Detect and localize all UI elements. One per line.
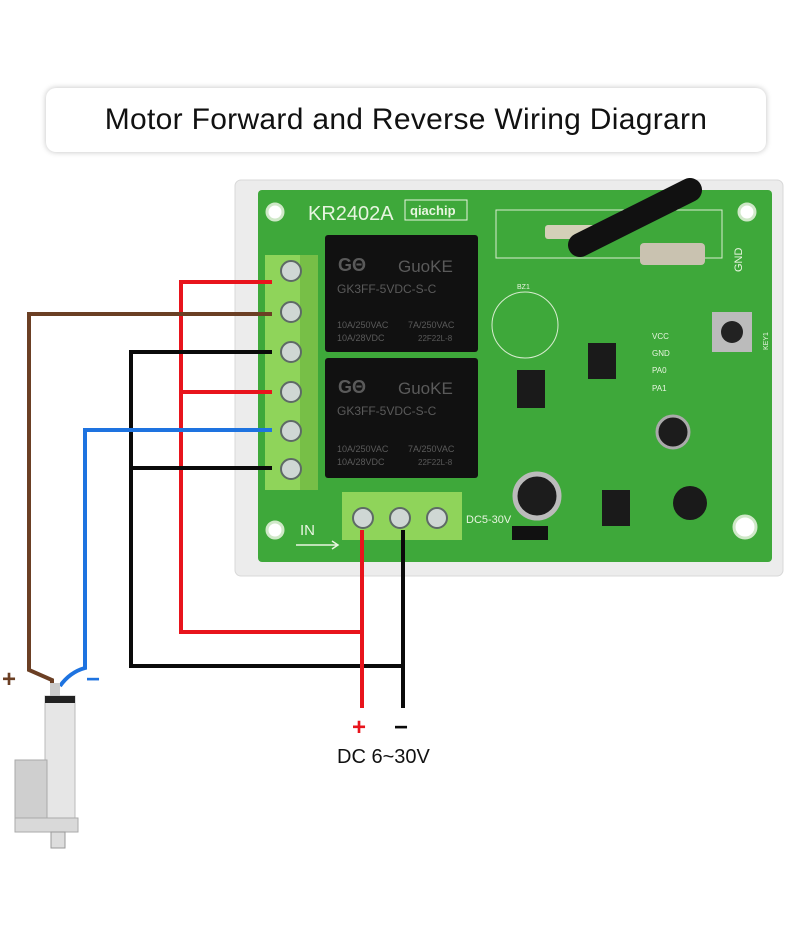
learn-button <box>712 312 752 352</box>
motor-plus-label: + <box>2 666 16 693</box>
wire-brown-motor <box>27 312 272 686</box>
relay-1: GuoKE GΘ GK3FF-5VDC-S-C 10A/250VAC 7A/25… <box>325 235 478 352</box>
svg-text:10A/28VDC: 10A/28VDC <box>337 333 385 343</box>
antenna-coil <box>545 178 702 257</box>
rf-module-outline <box>495 209 723 259</box>
wire-blue-motor <box>58 428 272 688</box>
svg-text:7A/250VAC: 7A/250VAC <box>408 444 455 454</box>
ic-2 <box>588 343 616 379</box>
wire-black-1 <box>129 350 403 668</box>
svg-text:10A/250VAC: 10A/250VAC <box>337 320 389 330</box>
svg-text:7A/250VAC: 7A/250VAC <box>408 320 455 330</box>
diode-d3 <box>512 526 548 540</box>
capacitor-c1 <box>512 471 562 521</box>
svg-text:GK3FF-5VDC-S-C: GK3FF-5VDC-S-C <box>337 282 437 296</box>
buzzer-outline <box>491 291 559 359</box>
pa1-label: PA1 <box>652 384 667 393</box>
pa0-label: PA0 <box>652 366 667 375</box>
board-model: KR2402A <box>308 203 394 225</box>
mount-holes <box>265 202 758 540</box>
crystal <box>640 243 705 265</box>
svg-text:GΘ: GΘ <box>338 255 366 275</box>
svg-text:10A/250VAC: 10A/250VAC <box>337 444 389 454</box>
svg-text:10A/28VDC: 10A/28VDC <box>337 457 385 467</box>
svg-text:22F22L-8: 22F22L-8 <box>418 458 453 467</box>
vcc-label: VCC <box>652 332 669 341</box>
motor-minus-label: − <box>86 666 100 693</box>
linear-actuator <box>14 683 79 849</box>
board-brand: qiachip <box>410 203 456 218</box>
relay-2: GuoKE GΘ GK3FF-5VDC-S-C 10A/250VAC 7A/25… <box>325 358 478 478</box>
output-terminal-block <box>265 255 318 490</box>
power-plus-label: + <box>352 714 366 741</box>
svg-text:GuoKE: GuoKE <box>398 257 453 276</box>
power-minus-label: − <box>394 714 408 741</box>
in-label: IN <box>300 522 315 539</box>
brand-box <box>404 199 468 221</box>
capacitor-c2 <box>655 414 691 450</box>
svg-text:GK3FF-5VDC-S-C: GK3FF-5VDC-S-C <box>337 404 437 418</box>
buzzer-label: BZ1 <box>517 284 530 291</box>
ic-3 <box>602 490 630 526</box>
dc-range-label: DC5-30V <box>466 514 512 526</box>
in-arrow <box>296 540 340 550</box>
power-voltage-label: DC 6~30V <box>337 746 430 768</box>
inductor-l1 <box>673 486 707 520</box>
gnd-pin-label: GND <box>652 349 670 358</box>
wire-red-1 <box>179 280 362 634</box>
gnd-vertical-label: GND <box>733 248 745 273</box>
svg-text:GuoKE: GuoKE <box>398 379 453 398</box>
title-box: Motor Forward and Reverse Wiring Diagrar… <box>46 88 766 152</box>
diagram-title: Motor Forward and Reverse Wiring Diagrar… <box>104 103 708 136</box>
svg-text:22F22L-8: 22F22L-8 <box>418 334 453 343</box>
svg-text:GΘ: GΘ <box>338 377 366 397</box>
key-label: KEY1 <box>763 332 770 350</box>
ic-1 <box>517 370 545 408</box>
